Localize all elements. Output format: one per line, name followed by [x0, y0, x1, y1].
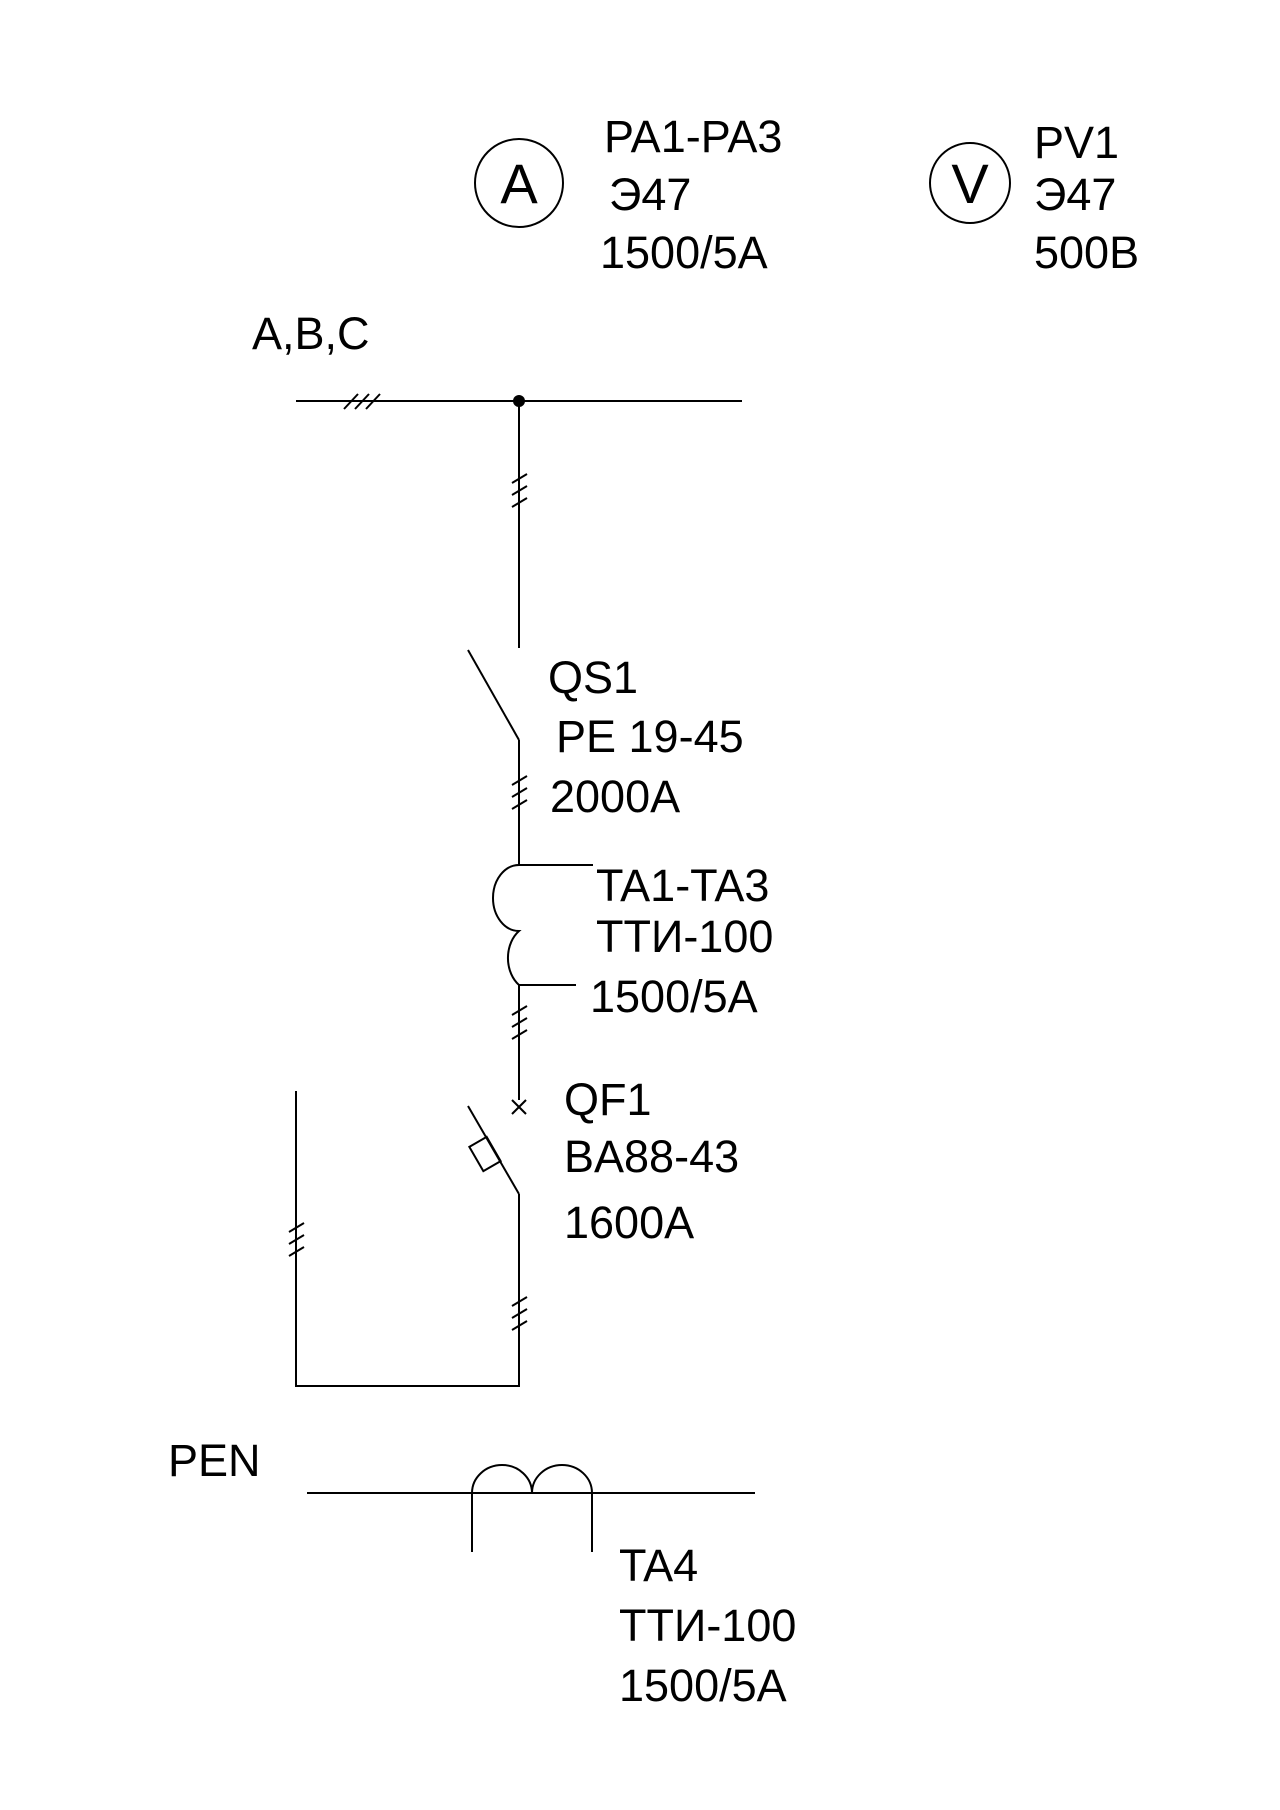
feeder-phase-ticks-1	[511, 473, 528, 508]
voltmeter-symbol: V	[929, 142, 1011, 224]
breaker-release-element	[467, 1135, 503, 1173]
ct-designation: TA1-TA3	[596, 860, 769, 911]
pen-ct-designation: TA4	[619, 1540, 698, 1591]
ct-coil	[492, 864, 522, 986]
breaker-type: BA88-43	[564, 1131, 739, 1182]
feeder-phase-ticks-3	[511, 1005, 528, 1040]
voltmeter-rating: 500B	[1034, 227, 1139, 278]
outgoing-phase-ticks-left	[288, 1222, 305, 1257]
feeder-phase-ticks-2	[511, 775, 528, 810]
ammeter-type: Э47	[609, 169, 691, 220]
breaker-contact-cross	[511, 1099, 527, 1115]
ammeter-symbol: A	[474, 138, 564, 228]
pen-ct-ratio: 1500/5A	[619, 1660, 787, 1711]
breaker-designation: QF1	[564, 1074, 652, 1125]
disconnector-type: PE 19-45	[556, 711, 744, 762]
ammeter-rating: 1500/5A	[600, 227, 768, 278]
voltmeter-designation: PV1	[1034, 117, 1119, 168]
disconnector-blade	[467, 649, 520, 741]
outgoing-phase-ticks-right	[511, 1296, 528, 1331]
ct-ratio: 1500/5A	[590, 971, 758, 1022]
outgoing-line	[295, 1091, 520, 1387]
ct-type: ТТИ-100	[596, 911, 773, 962]
pen-label: PEN	[168, 1435, 261, 1486]
voltmeter-type: Э47	[1034, 169, 1116, 220]
voltmeter-letter: V	[951, 152, 989, 215]
pen-ct-coil	[471, 1464, 593, 1552]
bus-label: A,B,C	[252, 308, 370, 359]
ammeter-designation: PA1-PA3	[604, 111, 782, 162]
busbar-phase-ticks	[343, 393, 381, 410]
disconnector-designation: QS1	[548, 652, 638, 703]
disconnector-rating: 2000A	[550, 771, 680, 822]
ammeter-letter: A	[500, 152, 538, 215]
breaker-rating: 1600A	[564, 1197, 694, 1248]
pen-ct-type: ТТИ-100	[619, 1600, 796, 1651]
